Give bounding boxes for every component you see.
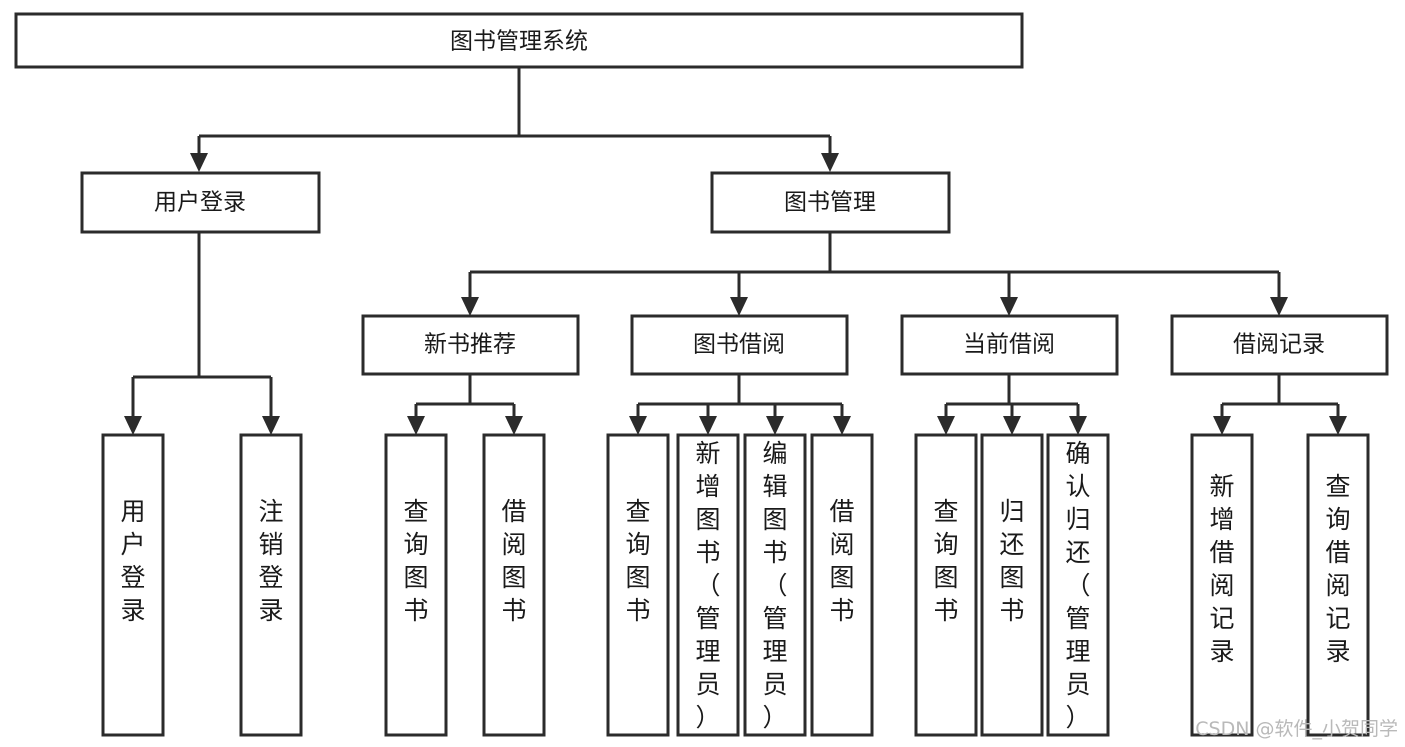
- arrowhead-new-book-recommend: [461, 297, 479, 316]
- edges-root-to-level1: [190, 67, 839, 172]
- node-leaf-add-book-box[interactable]: [676, 433, 740, 737]
- node-new-book-recommend[interactable]: 新书推荐: [361, 314, 580, 376]
- node-current-borrow-label: 当前借阅: [963, 332, 1055, 358]
- arrowhead-leaf-user-logout: [262, 416, 280, 435]
- node-leaf-borrow-book-1-box[interactable]: [482, 433, 546, 737]
- arrowhead-current-borrow: [1000, 297, 1018, 316]
- node-leaf-return-book-label: 归还图书: [999, 497, 1024, 625]
- node-leaf-user-login-box[interactable]: [101, 433, 165, 737]
- node-leaf-query-book-3[interactable]: 查询图书: [914, 433, 978, 737]
- edges-borrow-record-to-leaves: [1213, 374, 1347, 435]
- arrowhead-user-login: [190, 153, 208, 172]
- node-book-manage-box[interactable]: [710, 171, 951, 234]
- node-book-borrow[interactable]: 图书借阅: [630, 314, 849, 376]
- arrowhead-book-manage: [821, 153, 839, 172]
- node-leaf-edit-book-box[interactable]: [743, 433, 807, 737]
- arrowhead-leaf-query-book-1: [407, 416, 425, 435]
- node-leaf-edit-book-label: 编辑图书（管理员）: [762, 439, 787, 732]
- node-leaf-query-book-2-label: 查询图书: [625, 497, 650, 625]
- node-leaf-user-logout[interactable]: 注销登录: [239, 433, 303, 737]
- node-book-borrow-box[interactable]: [630, 314, 849, 376]
- arrowhead-leaf-borrow-book-1: [505, 416, 523, 435]
- node-leaf-borrow-book-2-label: 借阅图书: [829, 497, 854, 625]
- csdn-watermark: CSDN @软件_小贺同学: [1195, 718, 1398, 740]
- node-root[interactable]: 图书管理系统: [14, 12, 1024, 69]
- arrowhead-leaf-add-book: [699, 416, 717, 435]
- node-leaf-query-book-1-label: 查询图书: [403, 497, 428, 625]
- node-borrow-record-label: 借阅记录: [1233, 332, 1325, 358]
- node-current-borrow[interactable]: 当前借阅: [900, 314, 1119, 376]
- arrowhead-leaf-confirm-return: [1069, 416, 1087, 435]
- node-root-label: 图书管理系统: [450, 29, 588, 55]
- node-new-book-recommend-label: 新书推荐: [424, 332, 516, 358]
- arrowhead-leaf-add-record: [1213, 416, 1231, 435]
- node-leaf-user-login-label: 用户登录: [120, 497, 145, 625]
- node-leaf-query-book-3-label: 查询图书: [933, 497, 958, 625]
- edges-user-login-to-leaves: [124, 232, 280, 435]
- node-leaf-add-record-box[interactable]: [1190, 433, 1254, 737]
- node-leaf-user-login[interactable]: 用户登录: [101, 433, 165, 737]
- node-leaf-add-record[interactable]: 新增借阅记录: [1190, 433, 1254, 737]
- node-leaf-query-book-3-box[interactable]: [914, 433, 978, 737]
- edges-new-book-recommend-to-leaves: [407, 374, 523, 435]
- node-leaf-query-record-label: 查询借阅记录: [1325, 472, 1350, 666]
- node-user-login-box[interactable]: [80, 171, 321, 234]
- arrowhead-book-borrow: [730, 297, 748, 316]
- node-book-borrow-label: 图书借阅: [693, 332, 785, 358]
- node-leaf-return-book[interactable]: 归还图书: [980, 433, 1044, 737]
- node-leaf-borrow-book-1-label: 借阅图书: [501, 497, 526, 625]
- arrowhead-leaf-edit-book: [766, 416, 784, 435]
- node-leaf-edit-book[interactable]: 编辑图书（管理员）: [743, 433, 807, 737]
- node-leaf-add-book-label: 新增图书（管理员）: [695, 439, 720, 732]
- node-leaf-query-book-1[interactable]: 查询图书: [384, 433, 448, 737]
- node-leaf-confirm-return[interactable]: 确认归还（管理员）: [1046, 433, 1110, 737]
- arrowhead-borrow-record: [1270, 297, 1288, 316]
- arrowhead-leaf-return-book: [1003, 416, 1021, 435]
- edges-book-borrow-to-leaves: [629, 374, 851, 435]
- node-borrow-record[interactable]: 借阅记录: [1170, 314, 1389, 376]
- node-user-login-label: 用户登录: [154, 190, 246, 216]
- node-book-manage-label: 图书管理: [784, 190, 876, 216]
- node-leaf-borrow-book-2[interactable]: 借阅图书: [810, 433, 874, 737]
- node-user-login[interactable]: 用户登录: [80, 171, 321, 234]
- arrowhead-leaf-query-book-2: [629, 416, 647, 435]
- node-leaf-query-record-box[interactable]: [1306, 433, 1370, 737]
- node-current-borrow-box[interactable]: [900, 314, 1119, 376]
- node-leaf-user-logout-box[interactable]: [239, 433, 303, 737]
- node-leaf-borrow-book-2-box[interactable]: [810, 433, 874, 737]
- node-leaf-query-book-2[interactable]: 查询图书: [606, 433, 670, 737]
- arrowhead-leaf-query-book-3: [937, 416, 955, 435]
- arrowhead-leaf-user-login: [124, 416, 142, 435]
- arrowhead-leaf-query-record: [1329, 416, 1347, 435]
- node-leaf-user-logout-label: 注销登录: [258, 497, 283, 625]
- node-leaf-return-book-box[interactable]: [980, 433, 1044, 737]
- node-leaf-query-book-2-box[interactable]: [606, 433, 670, 737]
- node-leaf-query-record[interactable]: 查询借阅记录: [1306, 433, 1370, 737]
- node-root-box[interactable]: [14, 12, 1024, 69]
- node-book-manage[interactable]: 图书管理: [710, 171, 951, 234]
- edges-current-borrow-to-leaves: [937, 374, 1087, 435]
- node-new-book-recommend-box[interactable]: [361, 314, 580, 376]
- node-leaf-add-book[interactable]: 新增图书（管理员）: [676, 433, 740, 737]
- node-leaf-add-record-label: 新增借阅记录: [1209, 472, 1234, 666]
- arrowhead-leaf-borrow-book-2: [833, 416, 851, 435]
- node-leaf-borrow-book-1[interactable]: 借阅图书: [482, 433, 546, 737]
- edges-book-manage-to-level2: [461, 232, 1288, 316]
- node-leaf-confirm-return-box[interactable]: [1046, 433, 1110, 737]
- node-borrow-record-box[interactable]: [1170, 314, 1389, 376]
- node-leaf-confirm-return-label: 确认归还（管理员）: [1065, 439, 1090, 732]
- node-leaf-query-book-1-box[interactable]: [384, 433, 448, 737]
